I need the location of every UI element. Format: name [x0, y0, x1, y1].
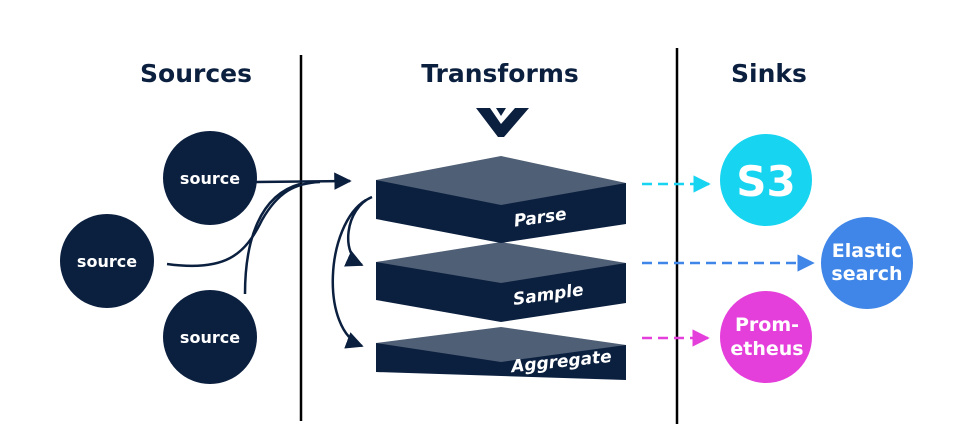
sink-label: search — [831, 263, 902, 285]
sink-elastic: Elastic search — [821, 217, 913, 309]
source-label: source — [77, 252, 137, 271]
sinks-heading: Sinks — [731, 59, 807, 88]
sink-label: Prom- — [735, 314, 799, 336]
sources-heading: Sources — [140, 59, 252, 88]
transform-connectors — [331, 195, 373, 349]
source-label: source — [180, 328, 240, 347]
transforms-heading: Transforms — [421, 59, 579, 88]
transform-layer-parse: Parse — [376, 156, 626, 243]
sink-label: Elastic — [832, 240, 902, 262]
source-label: source — [180, 169, 240, 188]
source-node: source — [60, 214, 154, 308]
source-connectors — [166, 172, 352, 295]
transform-layer-aggregate: Aggregate — [376, 327, 626, 380]
sink-label: etheus — [730, 338, 803, 360]
transform-layer-sample: Sample — [376, 242, 626, 322]
sink-prometheus: Prom- etheus — [720, 291, 812, 383]
vector-logo-icon — [476, 108, 529, 137]
sink-s3: S3 — [720, 134, 812, 226]
source-node: source — [163, 131, 257, 225]
sink-label: S3 — [736, 157, 795, 206]
source-node: source — [163, 290, 257, 384]
